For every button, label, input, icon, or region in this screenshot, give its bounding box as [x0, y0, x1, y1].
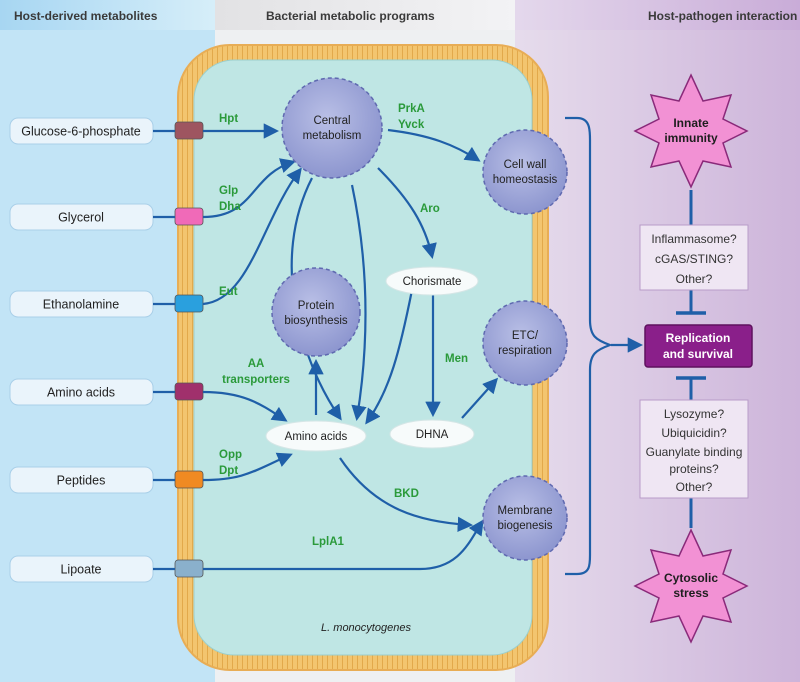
pathway-arrows	[153, 116, 644, 576]
arrow-lipoate	[203, 519, 484, 571]
enzyme-hpt: Hpt	[219, 113, 238, 125]
header-host-metabolites: Host-derived metabolites	[14, 9, 158, 23]
process-label: Cell wall	[504, 159, 547, 171]
transporter-opp-dpt	[174, 470, 204, 489]
arrow-central-aa2	[350, 184, 367, 422]
enzyme-prka: PrkA	[398, 103, 425, 115]
metabolite-glycerol: Glycerol	[9, 203, 154, 231]
process-cell-wall-homeostasis: Cell wall homeostasis	[482, 129, 568, 215]
arrow-dhna-etc	[461, 377, 499, 419]
arrow-aro	[377, 167, 437, 260]
box-line: Other?	[676, 272, 713, 286]
innate-immunity-star: Innate immunity	[633, 73, 749, 189]
organism-label: L. monocytogenes	[321, 622, 411, 634]
box-line: proteins?	[669, 462, 719, 476]
box-line: Guanylate binding	[646, 445, 743, 459]
metabolite-amino-acids: Amino acids	[9, 378, 154, 406]
left-header-bar	[0, 0, 215, 30]
box-line: Inflammasome?	[651, 232, 737, 246]
replication-label: and survival	[663, 347, 733, 361]
transporter-glp-dha	[174, 207, 204, 226]
enzyme-dha: Dha	[219, 201, 241, 213]
process-label: Membrane	[498, 505, 553, 517]
enzyme-aro: Aro	[420, 203, 440, 215]
metabolite-lipoate: Lipoate	[9, 555, 154, 583]
intermediate-amino-acids: Amino acids	[265, 420, 367, 452]
mechanism-box-bottom: Lysozyme? Ubiquicidin? Guanylate binding…	[639, 399, 749, 499]
process-label: homeostasis	[493, 174, 558, 186]
transporter-lpla1	[174, 559, 204, 578]
enzyme-transporters: transporters	[222, 374, 290, 386]
process-label: ETC/	[512, 330, 539, 342]
inhibition-lines	[676, 190, 706, 528]
star-label: Cytosolic	[664, 571, 718, 585]
right-header-bar	[515, 0, 800, 30]
transporter-eut	[174, 294, 204, 313]
metabolite-label: Glucose-6-phosphate	[21, 125, 141, 139]
metabolite-label: Glycerol	[58, 211, 104, 225]
header-host-pathogen: Host-pathogen interaction	[648, 9, 797, 23]
arrow-chorismate-aa	[365, 289, 414, 425]
enzyme-opp: Opp	[219, 449, 242, 461]
transporter-aa	[174, 382, 204, 401]
process-label: metabolism	[303, 130, 362, 142]
enzyme-dpt: Dpt	[219, 465, 238, 477]
arrow-glycerol	[202, 158, 296, 219]
enzyme-yvck: Yvck	[398, 119, 425, 131]
process-label: biogenesis	[498, 520, 553, 532]
box-line: Ubiquicidin?	[661, 426, 727, 440]
header-bacterial-programs: Bacterial metabolic programs	[266, 9, 435, 23]
metabolite-peptides: Peptides	[9, 466, 154, 494]
arrow-bkd	[339, 457, 474, 532]
enzyme-eut: Eut	[219, 286, 238, 298]
star-label: stress	[673, 586, 709, 600]
arrow-peptides	[202, 452, 293, 482]
intermediate-label: Chorismate	[403, 276, 462, 288]
process-membrane-biogenesis: Membrane biogenesis	[482, 475, 568, 561]
intermediate-dhna: DHNA	[389, 419, 475, 449]
process-central-metabolism: Central metabolism	[281, 77, 383, 179]
box-line: Lysozyme?	[664, 407, 725, 421]
enzyme-men: Men	[445, 353, 468, 365]
replication-label: Replication	[666, 331, 731, 345]
star-label: immunity	[664, 131, 718, 145]
enzyme-aa: AA	[248, 358, 265, 370]
intermediate-label: Amino acids	[285, 431, 348, 443]
intermediate-chorismate: Chorismate	[385, 266, 479, 296]
metabolite-label: Amino acids	[47, 386, 115, 400]
metabolite-glucose-6-phosphate: Glucose-6-phosphate	[9, 117, 154, 145]
cytosolic-stress-star: Cytosolic stress	[633, 528, 749, 644]
arrow-aa-transport	[202, 390, 288, 422]
metabolite-label: Ethanolamine	[43, 298, 119, 312]
process-protein-biosynthesis: Protein biosynthesis	[271, 267, 361, 357]
metabolite-label: Lipoate	[60, 563, 101, 577]
process-label: Central	[313, 115, 350, 127]
output-bracket	[565, 116, 614, 576]
middle-header-bar	[215, 0, 515, 30]
arrow-eut	[202, 167, 302, 306]
enzyme-glp: Glp	[219, 185, 238, 197]
replication-survival-box: Replication and survival	[644, 324, 753, 368]
process-label: biosynthesis	[284, 315, 348, 327]
transporter-hpt	[174, 121, 204, 140]
process-etc-respiration: ETC/ respiration	[482, 300, 568, 386]
metabolite-label: Peptides	[57, 474, 106, 488]
metabolite-ethanolamine: Ethanolamine	[9, 290, 154, 318]
process-label: Protein	[298, 300, 334, 312]
mechanism-box-top: Inflammasome? cGAS/STING? Other?	[639, 224, 749, 291]
enzyme-lpla1: LplA1	[312, 536, 345, 548]
arrow-cellwall	[387, 128, 481, 162]
star-label: Innate	[673, 116, 709, 130]
enzyme-bkd: BKD	[394, 488, 419, 500]
box-line: Other?	[676, 480, 713, 494]
box-line: cGAS/STING?	[655, 252, 733, 266]
intermediate-label: DHNA	[416, 429, 449, 441]
process-label: respiration	[498, 345, 552, 357]
